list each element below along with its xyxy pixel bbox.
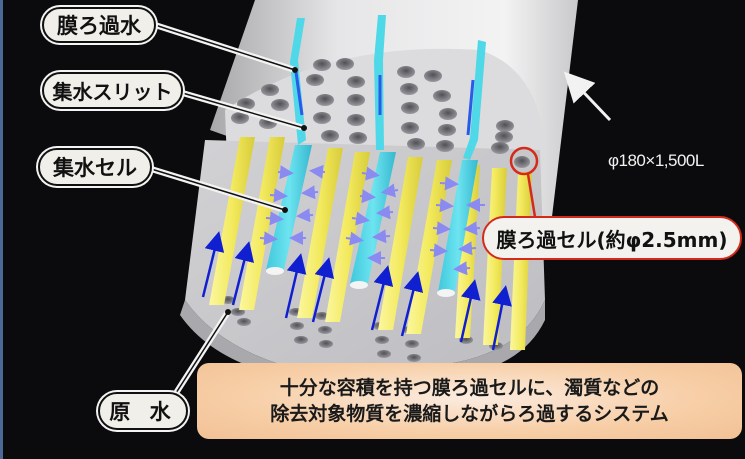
label-collection-cell: 集水セル: [38, 148, 152, 186]
description-line-2: 除去対象物質を濃縮しながらろ過するシステム: [270, 403, 669, 425]
label-raw-water: 原 水: [98, 392, 188, 430]
label-membrane-filtrate: 膜ろ過水: [42, 7, 156, 43]
label-collection-slit: 集水スリット: [42, 72, 183, 109]
window-edge: [0, 0, 3, 459]
module-dimension: φ180×1,500L: [608, 151, 704, 170]
label-filtration-cell: 膜ろ過セル(約φ2.5mm): [482, 216, 742, 260]
description-box: 十分な容積を持つ膜ろ過セルに、濁質などの 除去対象物質を濃縮しながらろ過するシス…: [197, 363, 742, 439]
description-line-1: 十分な容積を持つ膜ろ過セルに、濁質などの: [279, 377, 660, 399]
